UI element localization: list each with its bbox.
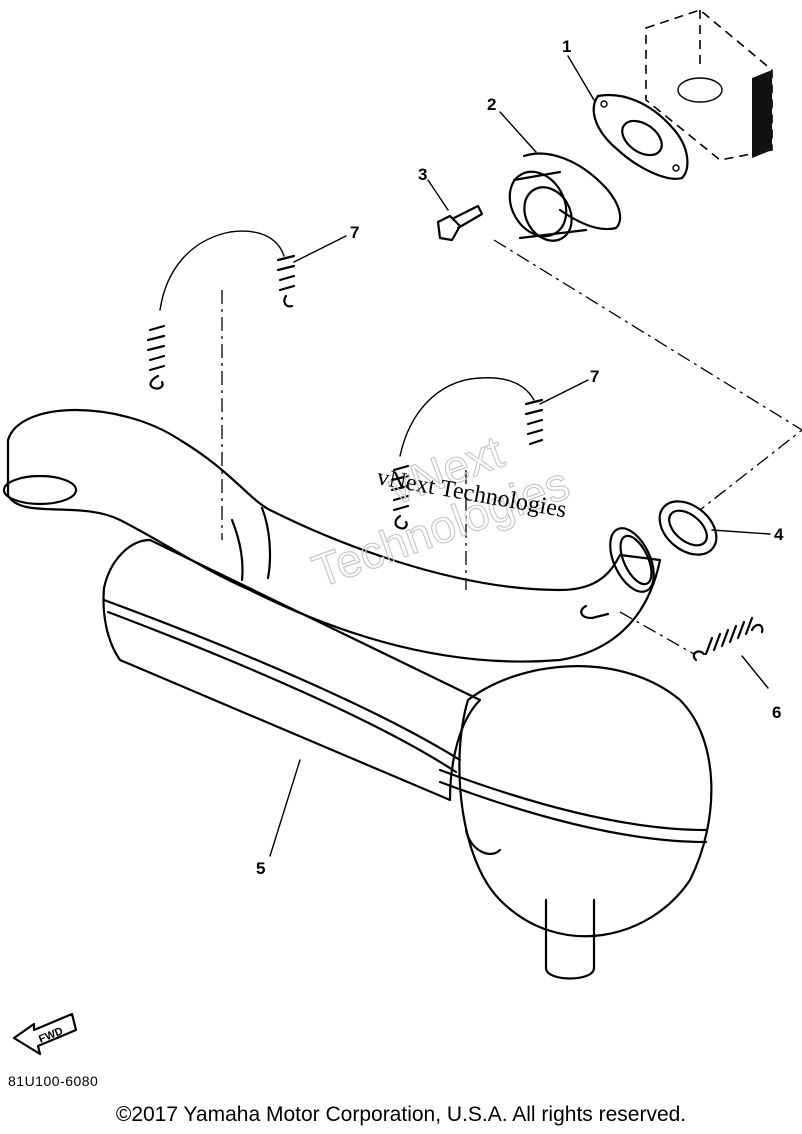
callout-6: 6: [772, 703, 781, 722]
callout-7-upper: 7: [350, 223, 359, 242]
muffler-part-5: [102, 538, 713, 980]
watermark: vNext Technologies vNext Technologies: [305, 425, 576, 598]
spring-part-7-middle: [390, 377, 544, 530]
copyright-notice: ©2017 Yamaha Motor Corporation, U.S.A. A…: [115, 1103, 687, 1126]
spring-part-6: [692, 616, 764, 662]
part-code-label: 81U100-6080: [8, 1073, 99, 1089]
fwd-label: FWD: [37, 1025, 65, 1046]
callout-5: 5: [256, 859, 265, 878]
gasket-part-4: [658, 500, 718, 556]
callouts: 1 2 3 4 5 6 7 7: [256, 37, 784, 878]
callout-3: 3: [418, 165, 427, 184]
exhaust-joint-part-2: [508, 152, 622, 242]
bolt-part-3: [436, 204, 484, 242]
callout-1: 1: [562, 37, 571, 56]
mounting-block: [645, 9, 773, 161]
leader-lines: [221, 55, 802, 857]
exhaust-pipe: [2, 409, 662, 663]
callout-2: 2: [487, 95, 496, 114]
forward-arrow-icon: FWD: [12, 1012, 78, 1056]
spring-part-7-upper: [146, 230, 296, 390]
callout-7-middle: 7: [590, 367, 599, 386]
callout-4: 4: [774, 525, 784, 544]
gasket-part-1: [592, 94, 689, 180]
